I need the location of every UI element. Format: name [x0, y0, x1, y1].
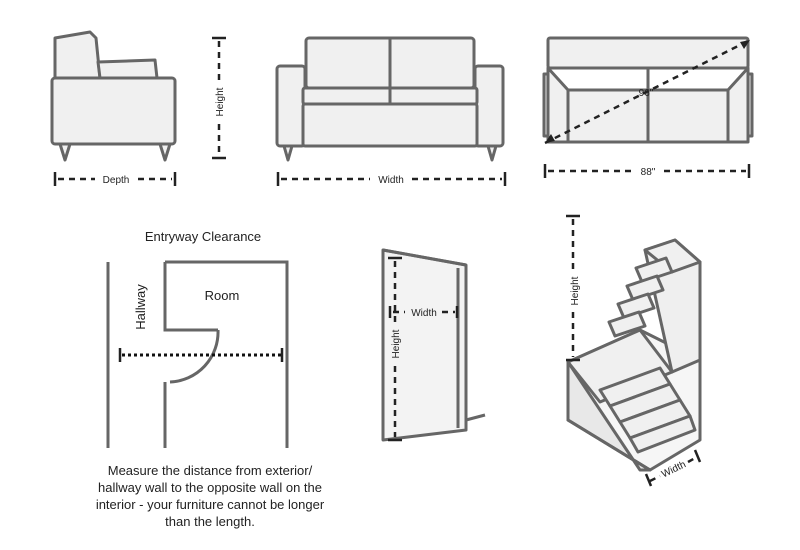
- width-label: Width: [378, 175, 404, 186]
- sofa-top-view: 96" 88": [542, 36, 754, 178]
- door-height-label: Height: [391, 329, 402, 358]
- staircase-diagram: Height Width: [566, 214, 702, 487]
- room-label: Room: [205, 288, 240, 303]
- door-frame-diagram: Width Height: [381, 248, 486, 442]
- diagonal-label: 96": [639, 88, 654, 99]
- entryway-title: Entryway Clearance: [145, 229, 261, 244]
- height-label: Height: [215, 87, 226, 116]
- sofa-front-view: Width: [275, 36, 507, 186]
- armchair-side-view: Depth: [50, 30, 177, 186]
- door-width-label: Width: [411, 308, 437, 319]
- stair-height-label: Height: [570, 276, 581, 305]
- height-dimension: Height: [212, 36, 226, 160]
- depth-label: Depth: [103, 175, 130, 186]
- length-label: 88": [641, 167, 656, 178]
- entryway-clearance-diagram: Entryway Clearance Hallway Room: [106, 229, 289, 448]
- hallway-label: Hallway: [133, 284, 148, 330]
- entryway-caption: Measure the distance from exterior/ hall…: [95, 463, 325, 529]
